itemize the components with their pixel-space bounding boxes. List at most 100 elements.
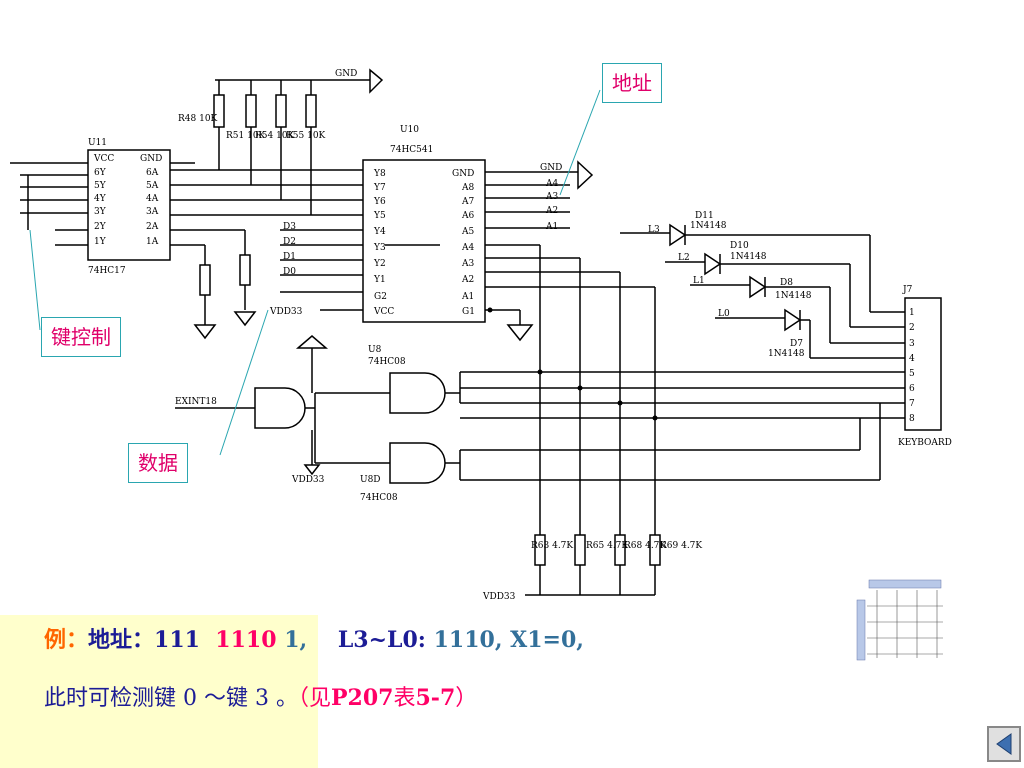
svg-text:Y6: Y6 xyxy=(373,197,386,207)
back-arrow-icon xyxy=(996,733,1012,755)
svg-text:D7: D7 xyxy=(790,339,803,349)
svg-text:74HC08: 74HC08 xyxy=(368,357,406,367)
example-note-box xyxy=(0,615,318,768)
resistor-r51 xyxy=(245,94,257,128)
u11-name: U11 xyxy=(88,138,107,148)
svg-text:G1: G1 xyxy=(462,307,475,317)
u10-name: U10 xyxy=(400,125,419,135)
svg-text:2: 2 xyxy=(909,323,915,333)
svg-text:U8: U8 xyxy=(368,345,382,355)
svg-text:EXINT18: EXINT18 xyxy=(175,397,217,407)
svg-text:R69 4.7K: R69 4.7K xyxy=(660,541,702,551)
svg-text:74HC08: 74HC08 xyxy=(360,493,398,503)
svg-text:7: 7 xyxy=(909,399,915,409)
svg-text:D0: D0 xyxy=(283,267,296,277)
svg-text:1N4148: 1N4148 xyxy=(775,291,812,301)
svg-text:D3: D3 xyxy=(283,222,296,232)
svg-text:5A: 5A xyxy=(146,181,159,191)
svg-text:5: 5 xyxy=(909,369,915,379)
svg-text:VDD33: VDD33 xyxy=(269,307,303,317)
and-gate-u8a xyxy=(389,372,446,414)
u11-part: 74HC17 xyxy=(88,266,126,276)
svg-text:2Y: 2Y xyxy=(94,222,107,232)
svg-text:1Y: 1Y xyxy=(94,237,107,247)
svg-text:1: 1 xyxy=(909,308,915,318)
svg-text:1N4148: 1N4148 xyxy=(690,221,727,231)
callout-key-control: 键控制 xyxy=(41,317,121,357)
svg-text:A3: A3 xyxy=(545,192,558,202)
svg-text:GND: GND xyxy=(140,154,162,164)
example-line-1: 例：地址：111 1110 1, L3~L0: 1110, X1=0, xyxy=(44,627,584,653)
previous-slide-button[interactable] xyxy=(987,726,1021,762)
svg-text:D10: D10 xyxy=(730,241,749,251)
svg-text:R63 4.7K: R63 4.7K xyxy=(531,541,573,551)
svg-text:3A: 3A xyxy=(146,207,159,217)
svg-text:6A: 6A xyxy=(146,168,159,178)
svg-text:VCC: VCC xyxy=(373,307,394,317)
svg-text:L0: L0 xyxy=(718,309,730,319)
svg-text:L2: L2 xyxy=(678,253,690,263)
svg-text:1N4148: 1N4148 xyxy=(768,349,805,359)
svg-text:G2: G2 xyxy=(374,292,387,302)
svg-text:GND: GND xyxy=(335,69,357,79)
svg-text:Y4: Y4 xyxy=(373,227,386,237)
u10-part: 74HC541 xyxy=(390,145,433,155)
svg-text:R48 10K: R48 10K xyxy=(178,114,218,124)
svg-text:D11: D11 xyxy=(695,211,714,221)
svg-text:A5: A5 xyxy=(461,227,474,237)
gnd-arrow xyxy=(369,68,384,94)
svg-text:8: 8 xyxy=(909,414,915,424)
svg-text:2A: 2A xyxy=(146,222,159,232)
svg-text:1A: 1A xyxy=(146,237,159,247)
svg-text:U8D: U8D xyxy=(360,475,381,485)
svg-text:A7: A7 xyxy=(461,197,474,207)
svg-text:6Y: 6Y xyxy=(94,168,107,178)
svg-text:VCC: VCC xyxy=(93,154,114,164)
example-line-2: 此时可检测键 0 ～键 3 。（见P207表5-7） xyxy=(44,685,478,711)
svg-text:Y1: Y1 xyxy=(373,275,386,285)
svg-text:6: 6 xyxy=(909,384,915,394)
svg-text:5Y: 5Y xyxy=(94,181,107,191)
svg-text:A3: A3 xyxy=(461,259,474,269)
svg-text:3: 3 xyxy=(909,339,915,349)
svg-text:VDD33: VDD33 xyxy=(291,475,325,485)
svg-text:Y5: Y5 xyxy=(373,211,386,221)
svg-text:VDD33: VDD33 xyxy=(482,592,516,602)
resistor-r55 xyxy=(305,94,317,128)
svg-text:L1: L1 xyxy=(693,276,705,286)
svg-text:A2: A2 xyxy=(545,206,558,216)
svg-text:1N4148: 1N4148 xyxy=(730,252,767,262)
and-gate-input xyxy=(254,387,306,429)
svg-text:D8: D8 xyxy=(780,278,793,288)
svg-text:KEYBOARD: KEYBOARD xyxy=(898,438,952,448)
svg-text:GND: GND xyxy=(452,169,474,179)
svg-text:R54 10K: R54 10K xyxy=(255,131,295,141)
svg-text:A8: A8 xyxy=(461,183,474,193)
svg-text:A2: A2 xyxy=(461,275,474,285)
svg-text:3Y: 3Y xyxy=(94,207,107,217)
svg-text:D2: D2 xyxy=(283,237,296,247)
resistor-r54 xyxy=(275,94,287,128)
svg-text:J7: J7 xyxy=(902,285,913,295)
svg-text:4A: 4A xyxy=(146,194,159,204)
svg-text:Y2: Y2 xyxy=(373,259,386,269)
circuit-schematic: U11 74HC17 VCC 6Y 5Y 4Y 3Y 2Y 1Y GND 6A … xyxy=(10,68,952,602)
connector-j7 xyxy=(904,297,942,431)
svg-text:R51 10K: R51 10K xyxy=(226,131,266,141)
and-gate-u8d xyxy=(389,442,446,484)
callout-data: 数据 xyxy=(128,443,188,483)
svg-text:A1: A1 xyxy=(461,292,474,302)
svg-text:A4: A4 xyxy=(545,179,558,189)
chip-u11 xyxy=(87,149,171,261)
svg-text:R55 10K: R55 10K xyxy=(286,131,326,141)
svg-text:A6: A6 xyxy=(461,211,474,221)
svg-text:Y7: Y7 xyxy=(373,183,386,193)
svg-text:L3: L3 xyxy=(648,225,660,235)
svg-text:4: 4 xyxy=(909,354,915,364)
svg-text:4Y: 4Y xyxy=(94,194,107,204)
svg-text:R68 4.7K: R68 4.7K xyxy=(624,541,666,551)
svg-text:R65 4.7K: R65 4.7K xyxy=(586,541,628,551)
svg-text:GND: GND xyxy=(540,163,562,173)
callout-address: 地址 xyxy=(602,63,662,103)
svg-text:Y8: Y8 xyxy=(373,169,386,179)
